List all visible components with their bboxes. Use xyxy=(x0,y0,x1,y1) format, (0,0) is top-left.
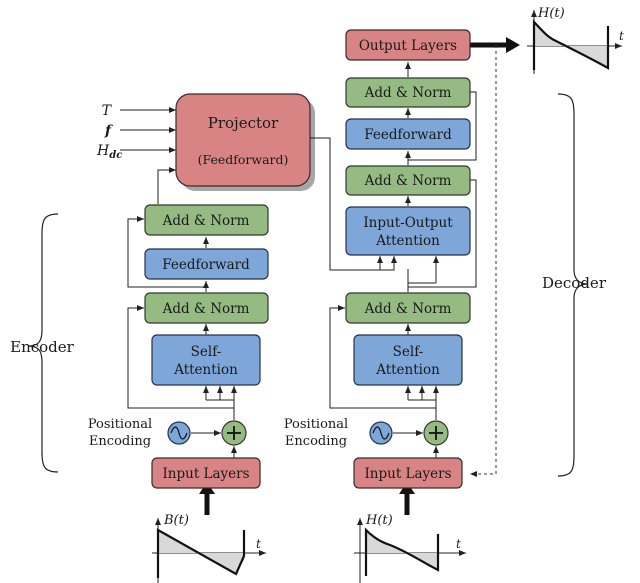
encoder-plus-icon xyxy=(221,420,247,446)
decoder-sine-icon xyxy=(369,421,393,445)
decoder-self-attention-label-1: Self- xyxy=(393,344,424,360)
encoder-add-norm-2: Add & Norm xyxy=(144,204,269,236)
output-signal-label: H(t) xyxy=(537,6,565,21)
encoder-input-signal-plot: B(t) t xyxy=(152,513,266,583)
decoder-time-axis-label: t xyxy=(456,537,461,551)
decoder-cross-attention-label-2: Attention xyxy=(375,233,440,249)
decoder-self-attention: Self- Attention xyxy=(353,334,463,386)
decoder-input-signal-plot: H(t) t xyxy=(354,513,466,583)
projector-input-arrows xyxy=(120,107,176,153)
input-f-label: f xyxy=(104,123,114,139)
encoder-self-attention: Self- Attention xyxy=(151,334,261,386)
decoder-feedforward: Feedforward xyxy=(345,118,471,150)
encoder-add-norm-1-label: Add & Norm xyxy=(162,301,250,317)
decoder-label: Decoder xyxy=(542,274,607,292)
encoder-label: Encoder xyxy=(10,338,75,356)
input-T-label: T xyxy=(102,103,113,119)
decoder-positional-encoding-label-2: Encoding xyxy=(285,434,347,449)
output-time-axis-label: t xyxy=(619,29,624,43)
decoder-feedforward-label: Feedforward xyxy=(364,127,452,143)
projector-block: Projector (Feedforward) xyxy=(175,93,315,191)
encoder-add-norm-2-label: Add & Norm xyxy=(162,213,250,229)
encoder-add-norm-1: Add & Norm xyxy=(144,292,269,324)
decoder-input-signal-label: H(t) xyxy=(365,513,393,528)
projector-label: Projector xyxy=(208,114,279,132)
decoder-add-norm-3: Add & Norm xyxy=(345,77,471,108)
decoder-add-norm-2-label: Add & Norm xyxy=(364,173,452,189)
decoder-self-attention-label-2: Attention xyxy=(375,362,440,378)
encoder-feedforward-label: Feedforward xyxy=(162,257,250,273)
decoder-add-norm-2: Add & Norm xyxy=(345,165,471,196)
decoder-output-layers: Output Layers xyxy=(345,29,471,61)
encoder-self-attention-label-1: Self- xyxy=(191,344,222,360)
decoder-add-norm-1: Add & Norm xyxy=(345,292,471,324)
decoder-positional-encoding-label-1: Positional xyxy=(284,417,348,432)
decoder-add-norm-3-label: Add & Norm xyxy=(364,85,452,101)
encoder-brace xyxy=(27,213,59,473)
decoder-cross-attention-label-1: Input-Output xyxy=(363,215,453,231)
encoder-positional-encoding-label-1: Positional xyxy=(88,417,152,432)
encoder-self-attention-label-2: Attention xyxy=(173,362,238,378)
input-H-label: Hdc xyxy=(96,143,122,161)
encoder-input-layers: Input Layers xyxy=(151,457,261,489)
encoder-sine-icon xyxy=(167,421,191,445)
encoder-positional-encoding-label-2: Encoding xyxy=(89,434,151,449)
decoder-input-layers: Input Layers xyxy=(353,457,463,489)
output-signal-plot: H(t) t xyxy=(527,6,624,74)
projector-sublabel: (Feedforward) xyxy=(198,152,289,167)
decoder-brace xyxy=(557,93,589,477)
decoder-output-layers-label: Output Layers xyxy=(359,38,457,54)
decoder-add-norm-1-label: Add & Norm xyxy=(364,301,452,317)
decoder-plus-icon xyxy=(423,420,449,446)
encoder-input-signal-label: B(t) xyxy=(163,513,189,528)
encoder-time-axis-label: t xyxy=(256,537,261,551)
decoder-input-layers-label: Input Layers xyxy=(364,466,451,482)
encoder-feedforward: Feedforward xyxy=(144,248,269,280)
decoder-cross-attention: Input-Output Attention xyxy=(345,206,471,256)
encoder-input-layers-label: Input Layers xyxy=(162,466,249,482)
